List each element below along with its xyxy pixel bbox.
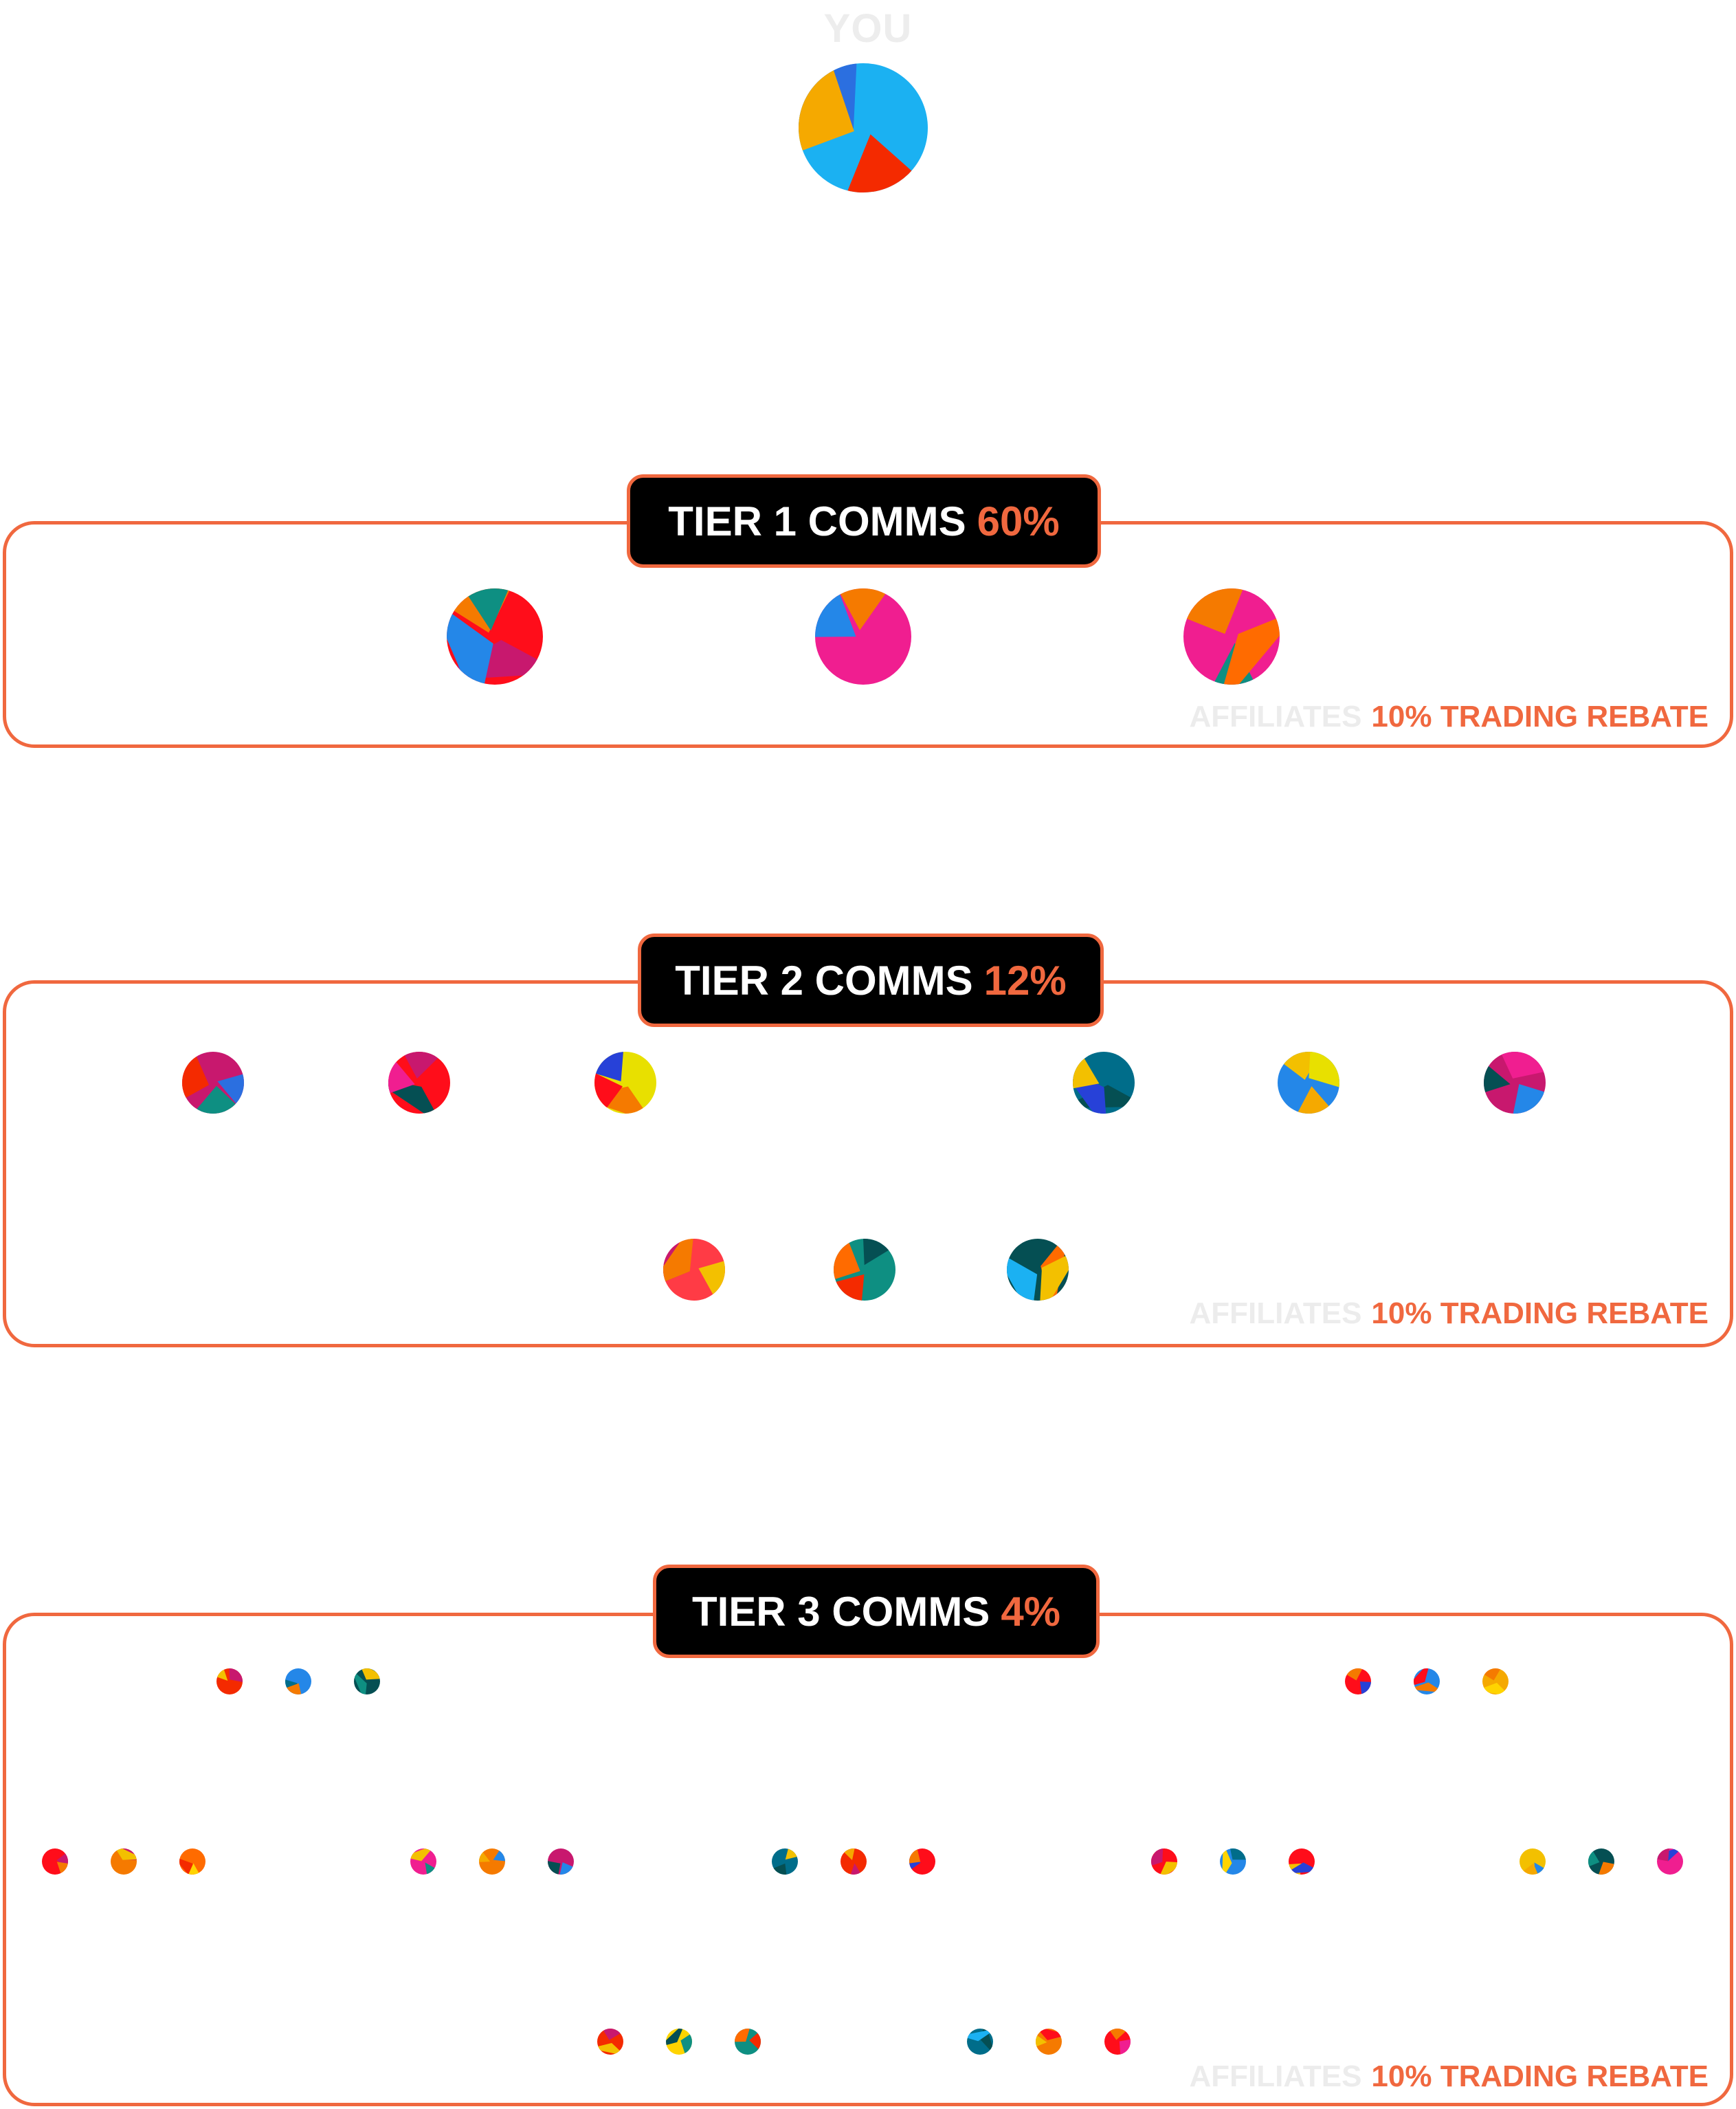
tier2-avatar-8[interactable]: [834, 1239, 895, 1301]
tier3-avatar-21[interactable]: [1657, 1848, 1683, 1875]
tier3-avatar-8[interactable]: [111, 1848, 137, 1875]
tier2-avatar-4[interactable]: [1073, 1052, 1135, 1114]
tier3-avatar-12[interactable]: [548, 1848, 574, 1875]
tier2-avatar-6[interactable]: [1484, 1052, 1546, 1114]
tier3-avatar-5[interactable]: [1414, 1668, 1440, 1694]
tier-2-badge-label: TIER 2 COMMS: [675, 957, 973, 1004]
tier3-avatar-20[interactable]: [1588, 1848, 1614, 1875]
tier3-avatar-18[interactable]: [1289, 1848, 1315, 1875]
tier-3-rebate-value: 10% TRADING REBATE: [1371, 2060, 1709, 2093]
tier3-avatar-27[interactable]: [1104, 2029, 1131, 2055]
tier2-avatar-1[interactable]: [182, 1052, 244, 1114]
tier2-avatar-9[interactable]: [1007, 1239, 1069, 1301]
you-avatar-1[interactable]: [799, 63, 928, 192]
tier3-avatar-1[interactable]: [216, 1668, 243, 1694]
tier3-avatar-7[interactable]: [42, 1848, 68, 1875]
tier3-avatar-14[interactable]: [841, 1848, 867, 1875]
tier3-avatar-11[interactable]: [479, 1848, 505, 1875]
tier3-avatar-9[interactable]: [179, 1848, 205, 1875]
tier-1-rebate: AFFILIATES 10% TRADING REBATE: [1189, 700, 1709, 734]
tier3-avatar-17[interactable]: [1220, 1848, 1246, 1875]
tier-2-affiliates-label: AFFILIATES: [1189, 1296, 1362, 1330]
tier3-avatar-13[interactable]: [772, 1848, 798, 1875]
tier2-avatar-3[interactable]: [594, 1052, 656, 1114]
tier-3-badge-percent: 4%: [1001, 1588, 1061, 1635]
tier-3-affiliates-label: AFFILIATES: [1189, 2060, 1362, 2093]
tier-1-badge-percent: 60%: [977, 498, 1060, 544]
you-label: YOU: [823, 6, 913, 51]
tier-1-rebate-value: 10% TRADING REBATE: [1371, 700, 1709, 733]
tier3-avatar-6[interactable]: [1482, 1668, 1509, 1694]
tier1-avatar-2[interactable]: [815, 588, 911, 685]
tier-2-badge-percent: 12%: [983, 957, 1067, 1004]
tier3-avatar-16[interactable]: [1151, 1848, 1177, 1875]
tier3-avatar-2[interactable]: [285, 1668, 311, 1694]
tier2-avatar-2[interactable]: [388, 1052, 450, 1114]
tier-1-affiliates-label: AFFILIATES: [1189, 700, 1362, 733]
tier3-avatar-10[interactable]: [410, 1848, 436, 1875]
tier3-avatar-22[interactable]: [597, 2029, 623, 2055]
tier-1-badge-label: TIER 1 COMMS: [668, 498, 966, 544]
tier3-avatar-24[interactable]: [735, 2029, 761, 2055]
tier-2-rebate-value: 10% TRADING REBATE: [1371, 1296, 1709, 1330]
tier1-avatar-1[interactable]: [447, 588, 543, 685]
tier3-avatar-3[interactable]: [354, 1668, 380, 1694]
tier1-avatar-3[interactable]: [1183, 588, 1280, 685]
tier-2-rebate: AFFILIATES 10% TRADING REBATE: [1189, 1296, 1709, 1331]
tier-3-rebate: AFFILIATES 10% TRADING REBATE: [1189, 2060, 1709, 2094]
tier-3-box: [3, 1613, 1733, 2106]
tier3-avatar-19[interactable]: [1520, 1848, 1546, 1875]
tier3-avatar-23[interactable]: [666, 2029, 692, 2055]
tier3-avatar-15[interactable]: [909, 1848, 935, 1875]
tier3-avatar-26[interactable]: [1036, 2029, 1062, 2055]
tier2-avatar-7[interactable]: [663, 1239, 725, 1301]
tier3-avatar-25[interactable]: [967, 2029, 993, 2055]
tier-3-badge-label: TIER 3 COMMS: [691, 1588, 990, 1635]
tier2-avatar-5[interactable]: [1278, 1052, 1339, 1114]
tier3-avatar-4[interactable]: [1345, 1668, 1371, 1694]
